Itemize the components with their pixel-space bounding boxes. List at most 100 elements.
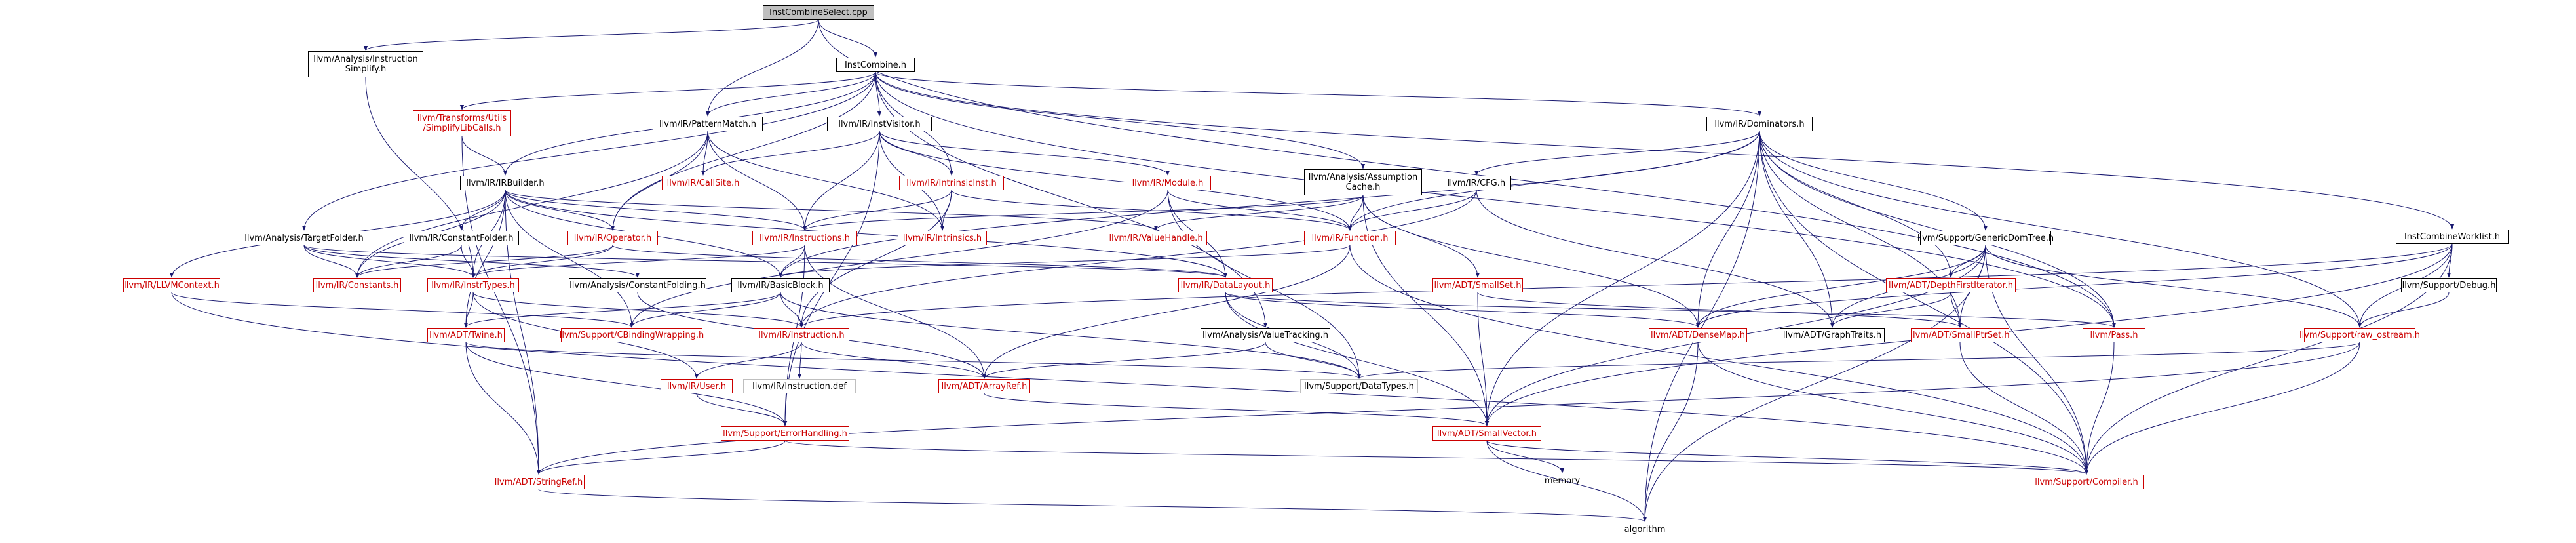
node-stringref[interactable]: llvm/ADT/StringRef.h: [493, 475, 585, 489]
node-valuehandle[interactable]: llvm/IR/ValueHandle.h: [1105, 231, 1207, 245]
edge-fn-to-bb: [779, 245, 1351, 278]
node-cbindingwrapping[interactable]: llvm/Support/CBindingWrapping.h: [560, 328, 704, 342]
node-basicblock[interactable]: llvm/IR/BasicBlock.h: [731, 278, 830, 292]
node-user[interactable]: llvm/IR/User.h: [661, 379, 733, 393]
node-simplifylibcalls[interactable]: llvm/Transforms/Utils /SimplifyLibCalls.…: [413, 110, 511, 136]
node-constants[interactable]: llvm/IR/Constants.h: [313, 278, 401, 292]
node-instcombineselect-cpp: InstCombineSelect.cpp: [763, 5, 874, 20]
edge-sv-to-comp: [1486, 440, 2088, 475]
edge-tu-to-irb: [461, 136, 508, 176]
edge-llc-to-comp: [171, 292, 2089, 475]
edge-bb-to-cbw: [629, 292, 781, 328]
edge-pm-to-intr: [707, 131, 945, 231]
node-instcombine-h[interactable]: InstCombine.h: [836, 58, 915, 72]
edge-ro-to-comp: [2084, 342, 2360, 475]
edge-cfg-to-inst: [799, 190, 1477, 328]
edge-tw-to-dt: [465, 342, 1361, 379]
edge-ss-to-sv: [1477, 292, 1490, 426]
node-instrtypes[interactable]: llvm/IR/InstrTypes.h: [427, 278, 519, 292]
node-debug[interactable]: llvm/Support/Debug.h: [2401, 278, 2497, 292]
edge-llc-to-cbw: [171, 292, 634, 328]
node-cfg[interactable]: llvm/IR/CFG.h: [1442, 176, 1511, 190]
edge-dl-to-sv: [1225, 292, 1490, 426]
node-smallset[interactable]: llvm/ADT/SmallSet.h: [1432, 278, 1523, 292]
edge-dm-to-algo: [1642, 342, 1699, 522]
edge-dom-to-comp: [1759, 131, 2089, 475]
node-raw-ostream[interactable]: llvm/Support/raw_ostream.h: [2299, 328, 2420, 342]
edge-ac-to-vh: [1153, 195, 1364, 231]
node-compiler[interactable]: llvm/Support/Compiler.h: [2029, 475, 2144, 489]
node-twine[interactable]: llvm/ADT/Twine.h: [427, 328, 505, 342]
edge-dbg-to-ro: [2357, 292, 2450, 328]
edge-pm-to-con: [355, 131, 708, 278]
edge-pass-to-comp: [2084, 342, 2115, 475]
node-densemap[interactable]: llvm/ADT/DenseMap.h: [1649, 328, 1747, 342]
node-intrinsicinst[interactable]: llvm/IR/IntrinsicInst.h: [899, 176, 1004, 190]
node-llvmcontext[interactable]: llvm/IR/LLVMContext.h: [123, 278, 220, 292]
node-assumptioncache[interactable]: llvm/Analysis/Assumption Cache.h: [1304, 169, 1422, 195]
edge-dl-to-pass: [1225, 292, 2116, 328]
edge-ic-to-tu: [459, 71, 876, 110]
node-constantfolding[interactable]: llvm/Analysis/ConstantFolding.h: [569, 278, 706, 292]
node-constantfolder[interactable]: llvm/IR/ConstantFolder.h: [404, 231, 519, 245]
node-function[interactable]: llvm/IR/Function.h: [1304, 231, 1396, 245]
edge-tw-to-eh: [465, 342, 788, 426]
edge-cfg-to-gt: [1476, 190, 1835, 328]
edge-cf-to-con: [355, 245, 462, 278]
edge-pm-to-op: [610, 131, 708, 231]
edge-op-to-dl: [612, 245, 1227, 278]
edge-dom-to-ro: [1759, 131, 2362, 328]
edge-op-to-it: [471, 245, 613, 278]
edge-sv-to-algo: [1486, 440, 1647, 522]
node-valuetracking[interactable]: llvm/Analysis/ValueTracking.h: [1201, 328, 1330, 342]
node-targetfolder[interactable]: llvm/Analysis/TargetFolder.h: [244, 231, 364, 245]
edge-bb-to-tw: [463, 292, 781, 328]
node-genericdomtree[interactable]: llvm/Support/GenericDomTree.h: [1917, 231, 2054, 245]
edge-bb-to-inst: [780, 292, 804, 328]
edge-gdt-to-algo: [1642, 245, 1986, 522]
node-instruction-def[interactable]: llvm/IR/Instruction.def: [743, 379, 856, 393]
edge-irb-to-dl: [505, 190, 1228, 278]
node-datalayout[interactable]: llvm/IR/DataLayout.h: [1178, 278, 1273, 292]
node-smallvector[interactable]: llvm/ADT/SmallVector.h: [1432, 426, 1541, 441]
edge-ac-to-ins: [803, 195, 1364, 231]
edge-ro-to-dt: [1357, 342, 2360, 379]
node-dominators[interactable]: llvm/IR/Dominators.h: [1706, 117, 1813, 131]
node-instructions[interactable]: llvm/IR/Instructions.h: [752, 231, 857, 245]
node-instruction-simplify[interactable]: llvm/Analysis/Instruction Simplify.h: [308, 51, 423, 77]
edge-dom-to-gt: [1759, 131, 1835, 328]
node-instvisitor[interactable]: llvm/IR/InstVisitor.h: [827, 117, 932, 131]
edge-dm-to-comp: [1697, 342, 2089, 475]
edge-tf-to-dl: [303, 245, 1227, 278]
edge-irb-to-ins: [505, 190, 807, 231]
node-instcombineworklist[interactable]: InstCombineWorklist.h: [2396, 230, 2509, 244]
node-graphtraits[interactable]: llvm/ADT/GraphTraits.h: [1780, 328, 1885, 342]
edge-iv-to-cs: [701, 131, 880, 176]
edge-user-to-eh: [696, 393, 788, 426]
edge-root-to-ia: [364, 19, 819, 51]
node-intrinsics[interactable]: llvm/IR/Intrinsics.h: [898, 231, 987, 245]
node-errorhandling[interactable]: llvm/Support/ErrorHandling.h: [721, 426, 849, 441]
node-arrayref[interactable]: llvm/ADT/ArrayRef.h: [938, 379, 1030, 393]
node-module[interactable]: llvm/IR/Module.h: [1125, 176, 1211, 190]
node-depthfirstiterator[interactable]: llvm/ADT/DepthFirstIterator.h: [1886, 278, 2016, 292]
edge-iv-to-fn: [879, 131, 1353, 231]
node-operator[interactable]: llvm/IR/Operator.h: [567, 231, 658, 245]
edge-op-to-con: [355, 245, 613, 278]
edge-dom-to-sv: [1484, 131, 1760, 426]
edge-dom-to-algo: [1642, 131, 1760, 522]
edge-sr-to-algo: [538, 489, 1647, 522]
node-smallptrset[interactable]: llvm/ADT/SmallPtrSet.h: [1910, 328, 2010, 342]
edge-eh-to-sr: [536, 440, 786, 475]
node-pass[interactable]: llvm/Pass.h: [2083, 328, 2145, 342]
node-algorithm[interactable]: algorithm: [1624, 524, 1666, 534]
edge-ss-to-sps: [1477, 292, 1962, 328]
node-instruction[interactable]: llvm/IR/Instruction.h: [754, 328, 849, 342]
node-callsite[interactable]: llvm/IR/CallSite.h: [662, 176, 744, 190]
node-memory[interactable]: memory: [1544, 475, 1581, 486]
node-patternmatch[interactable]: llvm/IR/PatternMatch.h: [653, 117, 763, 131]
node-datatypes[interactable]: llvm/Support/DataTypes.h: [1300, 379, 1418, 393]
node-irbuilder[interactable]: llvm/IR/IRBuilder.h: [460, 176, 550, 190]
edge-ic-to-ac: [875, 71, 1366, 169]
edge-inst-to-user: [694, 342, 802, 379]
